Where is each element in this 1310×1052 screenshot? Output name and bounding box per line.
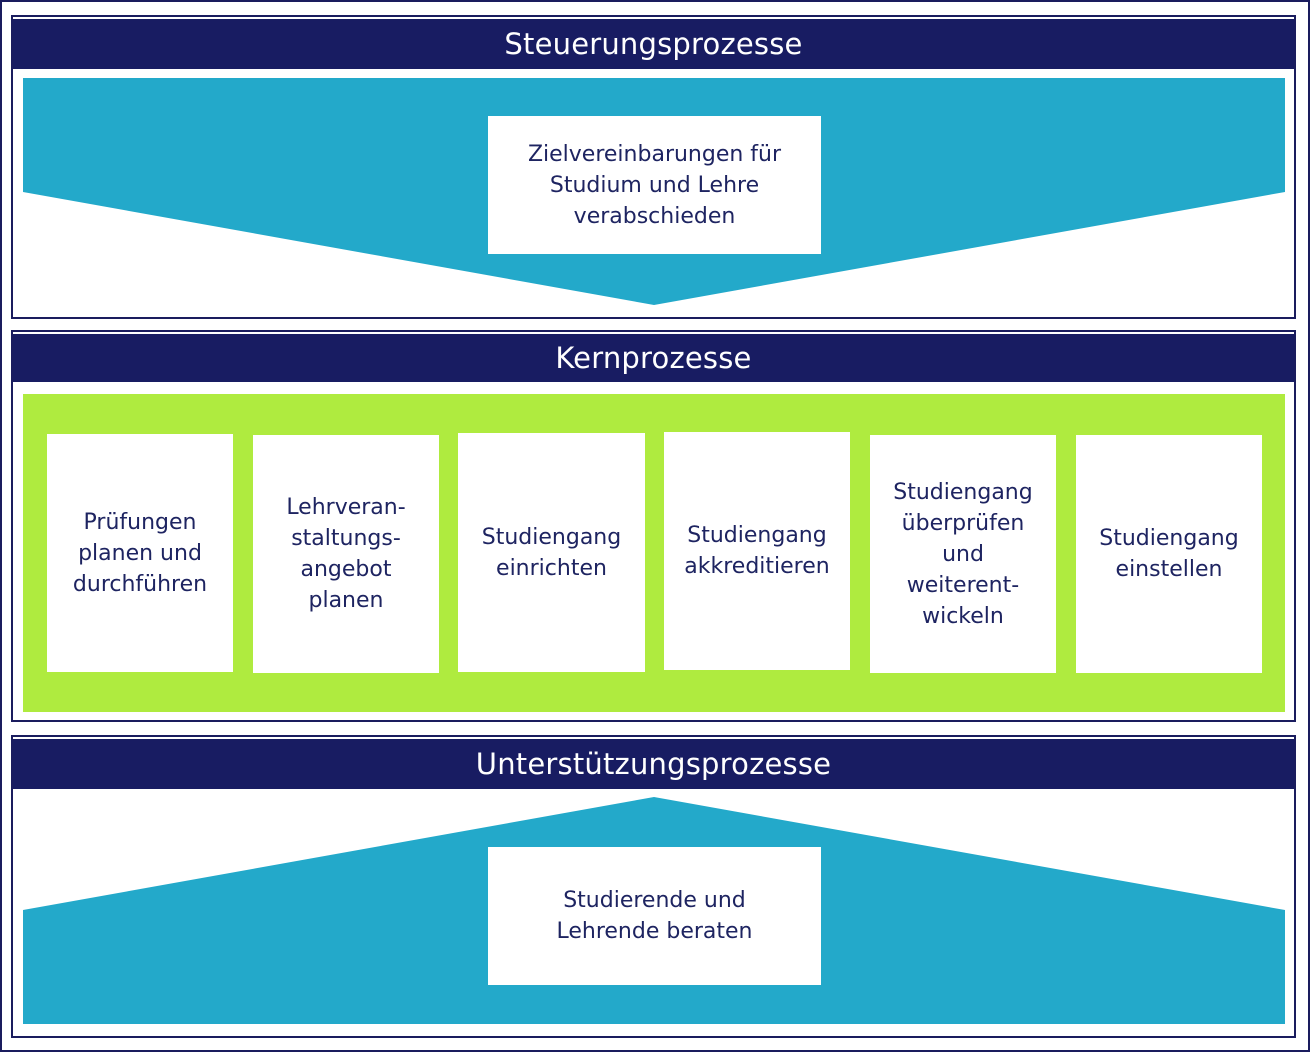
section-kernprozesse: Kernprozesse Prüfungen planen und durchf… xyxy=(11,330,1296,722)
process-label: Prüfungen planen und durchführen xyxy=(72,509,208,597)
section-steuerungsprozesse: Steuerungsprozesse Zielvereinbarungen fü… xyxy=(11,15,1296,319)
process-label: Zielvereinbarungen für Studium und Lehre… xyxy=(527,141,782,229)
process-box-studiengang-einrichten[interactable]: Studiengang einrichten xyxy=(458,433,645,672)
section-title-steuerungsprozesse: Steuerungsprozesse xyxy=(13,17,1294,69)
process-box-pruefungen[interactable]: Prüfungen planen und durchführen xyxy=(47,434,233,672)
process-label: Studierende und Lehrende beraten xyxy=(556,888,753,944)
process-box-beratung[interactable]: Studierende und Lehrende beraten xyxy=(488,847,821,985)
section-unterstuetzungsprozesse: Unterstützungsprozesse Studierende und L… xyxy=(11,735,1296,1038)
section-title-kernprozesse: Kernprozesse xyxy=(13,332,1294,382)
process-box-studiengang-ueberpruefen[interactable]: Studiengang überprüfen und weiterent- wi… xyxy=(870,435,1056,673)
process-box-studiengang-akkreditieren[interactable]: Studiengang akkreditieren xyxy=(664,432,850,670)
process-box-studiengang-einstellen[interactable]: Studiengang einstellen xyxy=(1076,435,1262,673)
section-title-unterstuetzungsprozesse: Unterstützungsprozesse xyxy=(13,737,1294,789)
process-box-lehrveranstaltungsangebot[interactable]: Lehrveran- staltungs- angebot planen xyxy=(253,435,439,673)
process-label: Lehrveran- staltungs- angebot planen xyxy=(286,495,406,613)
process-label: Studiengang akkreditieren xyxy=(684,523,830,579)
process-label: Studiengang überprüfen und weiterent- wi… xyxy=(893,479,1033,629)
process-label: Studiengang einstellen xyxy=(1099,526,1239,582)
process-label: Studiengang einrichten xyxy=(481,524,622,581)
process-box-zielvereinbarungen[interactable]: Zielvereinbarungen für Studium und Lehre… xyxy=(488,116,821,254)
core-process-area xyxy=(23,394,1285,712)
